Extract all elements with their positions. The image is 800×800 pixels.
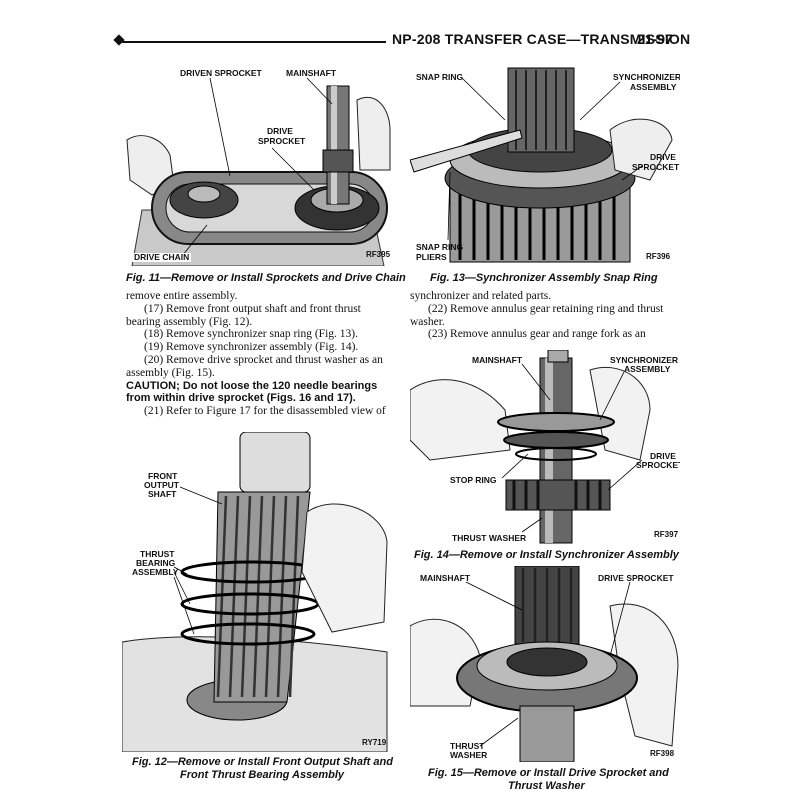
label-stop-ring: STOP RING — [450, 475, 497, 485]
text-line: (17) Remove front output shaft and front… — [144, 302, 361, 315]
label-washer: WASHER — [450, 750, 488, 760]
text-line: bearing assembly (Fig. 12). — [126, 315, 253, 328]
label-driven-sprocket: DRIVEN SPROCKET — [180, 68, 262, 78]
label-sprocket: SPROCKET — [632, 162, 680, 172]
figure-13-illustration: SNAP RING SYNCHRONIZER ASSEMBLY DRIVE SP… — [410, 60, 680, 266]
figure-15-caption-line-1: Fig. 15—Remove or Install Drive Sprocket… — [428, 767, 669, 779]
label-sprocket: SPROCKET — [636, 460, 680, 470]
label-thrust: THRUST — [140, 549, 175, 559]
figure-12-illustration: FRONT OUTPUT SHAFT THRUST BEARING ASSEMB… — [122, 432, 392, 752]
caution-text: from within drive sprocket (Figs. 16 and… — [126, 392, 356, 405]
label-synchronizer: SYNCHRONIZER — [610, 355, 679, 365]
label-bearing: BEARING — [136, 558, 176, 568]
text-line: (20) Remove drive sprocket and thrust wa… — [144, 353, 383, 366]
text-line: synchronizer and related parts. — [410, 290, 552, 302]
label-mainshaft: MAINSHAFT — [472, 355, 523, 365]
caution-text: CAUTION; Do not loose the 120 needle bea… — [126, 379, 378, 392]
text-line: (22) Remove annulus gear retaining ring … — [428, 302, 664, 315]
label-thrust: THRUST — [450, 741, 485, 751]
label-snap-ring-pliers: SNAP RING — [416, 242, 464, 252]
header-diamond-ornament — [113, 34, 125, 46]
label-assembly: ASSEMBLY — [624, 364, 671, 374]
page-number: 21-97 — [637, 31, 673, 47]
figure-code: RF397 — [654, 530, 679, 539]
label-drive: DRIVE — [650, 152, 676, 162]
label-mainshaft: MAINSHAFT — [420, 573, 471, 583]
text-line: (23) Remove annulus gear and range fork … — [428, 328, 646, 341]
label-assembly: ASSEMBLY — [630, 82, 677, 92]
figure-12-caption-line-1: Fig. 12—Remove or Install Front Output S… — [132, 756, 393, 768]
label-front: FRONT — [148, 471, 178, 481]
label-mainshaft: MAINSHAFT — [286, 68, 337, 78]
text-line: washer. — [410, 315, 445, 328]
figure-13-caption: Fig. 13—Synchronizer Assembly Snap Ring — [430, 272, 658, 284]
label-snap-ring: SNAP RING — [416, 72, 464, 82]
figure-code: RF396 — [646, 252, 671, 261]
label-shaft: SHAFT — [148, 489, 177, 499]
figure-15-illustration: MAINSHAFT DRIVE SPROCKET THRUST WASHER R… — [410, 566, 680, 762]
figure-11-illustration: DRIVEN SPROCKET MAINSHAFT DRIVE SPROCKET… — [122, 60, 392, 266]
label-drive: DRIVE — [267, 126, 293, 136]
label-sprocket: SPROCKET — [258, 136, 306, 146]
figure-15-caption-line-2: Thrust Washer — [508, 780, 585, 792]
figure-code: RF398 — [650, 749, 675, 758]
text-line: (21) Refer to Figure 17 for the disassem… — [144, 405, 386, 418]
label-drive-chain: DRIVE CHAIN — [132, 252, 192, 262]
figure-12-caption-line-2: Front Thrust Bearing Assembly — [180, 769, 345, 781]
label-assembly: ASSEMBLY — [132, 567, 179, 577]
text-line: (19) Remove synchronizer assembly (Fig. … — [144, 341, 359, 354]
figure-code: RY719 — [362, 738, 387, 747]
figure-14-illustration: MAINSHAFT SYNCHRONIZER ASSEMBLY DRIVE SP… — [410, 350, 680, 545]
label-thrust-washer: THRUST WASHER — [452, 533, 527, 543]
label-output: OUTPUT — [144, 480, 179, 490]
label-pliers: PLIERS — [416, 252, 447, 262]
header-rule — [122, 41, 386, 43]
text-line: remove entire assembly. — [126, 290, 238, 302]
label-drive-sprocket: DRIVE SPROCKET — [598, 573, 674, 583]
text-line: (18) Remove synchronizer snap ring (Fig.… — [144, 328, 358, 341]
figure-14-caption: Fig. 14—Remove or Install Synchronizer A… — [414, 549, 679, 561]
label-drive: DRIVE — [650, 451, 676, 461]
label-synchronizer: SYNCHRONIZER — [613, 72, 680, 82]
figure-code: RF395 — [366, 250, 391, 259]
left-column-text: remove entire assembly. (17) Remove fron… — [126, 290, 392, 418]
page-header-title: NP-208 TRANSFER CASE—TRANSMISSION — [392, 31, 691, 47]
figure-11-caption: Fig. 11—Remove or Install Sprockets and … — [126, 272, 406, 284]
right-column-text: synchronizer and related parts. (22) Rem… — [410, 290, 682, 341]
text-line: assembly (Fig. 15). — [126, 366, 215, 379]
